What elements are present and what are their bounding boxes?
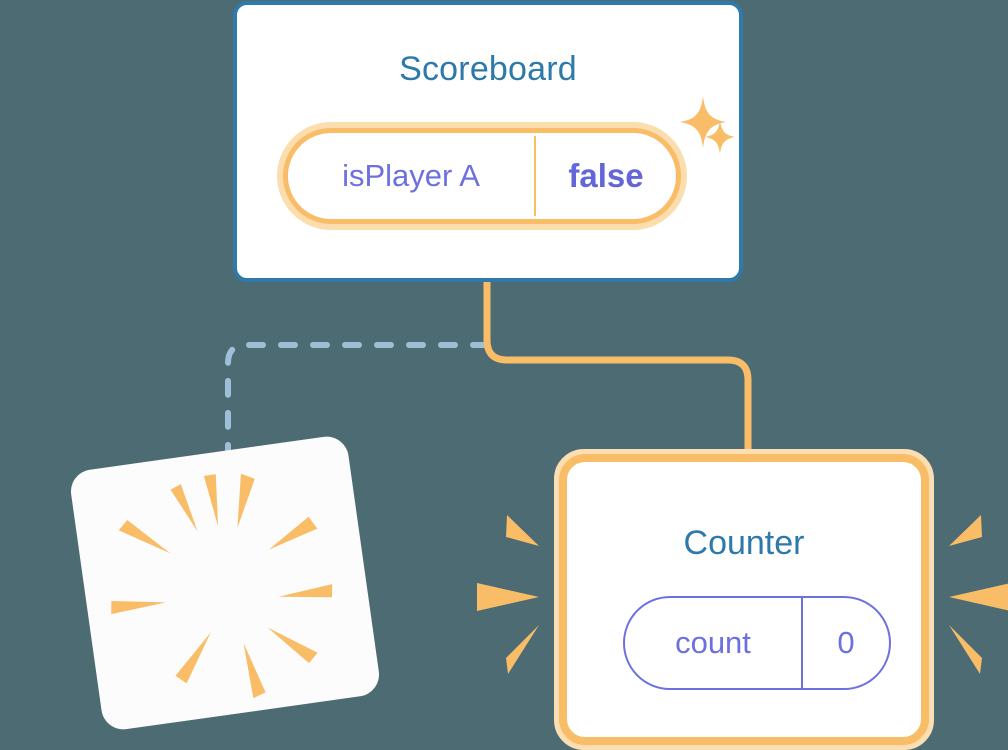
burst-ray — [243, 643, 266, 699]
ray-right-bottom — [949, 625, 982, 674]
ghost-card-burst-icon — [111, 473, 333, 699]
counter-state-key-label: count — [675, 625, 751, 660]
burst-ray — [118, 519, 171, 554]
counter-pill-divider — [801, 598, 803, 688]
ray-right-mid — [949, 583, 1008, 611]
counter-title: Counter — [683, 524, 805, 562]
burst-ray — [111, 600, 167, 615]
pill-body[interactable]: isPlayer A false — [283, 128, 681, 224]
sparkle-large-icon — [679, 96, 727, 148]
scoreboard-state-pill[interactable]: isPlayer A false — [277, 122, 687, 230]
burst-ray — [175, 632, 211, 684]
scoreboard-card[interactable]: Scoreboard isPlayer A false — [233, 1, 743, 282]
connector-solid-path — [483, 281, 752, 470]
state-value-label: false — [568, 157, 644, 194]
burst-ray — [203, 474, 219, 527]
counter-card[interactable]: Counter count 0 — [554, 449, 934, 750]
ray-left-top — [506, 515, 539, 546]
ray-left-bottom — [506, 625, 539, 674]
ghost-card-rotated[interactable] — [68, 433, 382, 733]
burst-ray — [237, 473, 255, 528]
pill-highlight-glow — [277, 122, 687, 230]
counter-card-surface: Counter count 0 — [559, 454, 929, 745]
burst-ray — [268, 516, 318, 550]
burst-ray — [267, 627, 318, 664]
state-key-label: isPlayer A — [342, 158, 480, 193]
ray-left-mid — [477, 583, 539, 611]
pill-divider — [534, 136, 536, 216]
burst-ray — [278, 584, 333, 598]
ray-right-top — [949, 515, 982, 546]
sparkle-small-icon — [704, 120, 736, 154]
counter-state-value-label: 0 — [837, 625, 855, 660]
scoreboard-title: Scoreboard — [399, 50, 577, 88]
burst-ray — [170, 484, 198, 532]
counter-state-pill[interactable]: count 0 — [623, 596, 891, 690]
